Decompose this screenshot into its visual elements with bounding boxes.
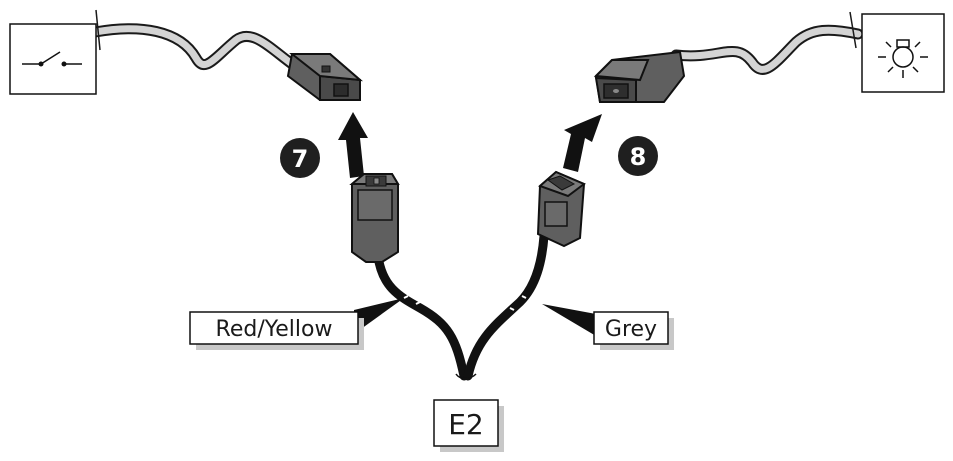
wire-label-right: Grey: [542, 304, 674, 350]
arrow-7-icon: [338, 112, 368, 178]
step-badge-7: 7: [280, 138, 320, 178]
lower-right-connector: [536, 170, 586, 248]
upper-left-cable: [89, 9, 298, 70]
step-badge-8: 8: [618, 136, 658, 176]
lamp-icon: [861, 13, 945, 93]
upper-right-cable: [670, 11, 864, 75]
wire-label-left-text: Red/Yellow: [216, 317, 333, 342]
wire-label-left: Red/Yellow: [189, 298, 404, 350]
arrow-8-icon: [563, 114, 602, 172]
harness-wires: [373, 231, 549, 381]
upper-right-connector: [593, 50, 686, 103]
harness-label: E2: [433, 399, 504, 452]
step-number-8: 8: [630, 143, 647, 171]
wire-label-right-text: Grey: [605, 317, 657, 342]
harness-label-text: E2: [448, 408, 484, 441]
switch-icon: [9, 23, 97, 95]
step-number-7: 7: [292, 145, 309, 173]
lower-left-connector: [349, 173, 400, 263]
upper-left-connector: [286, 53, 364, 101]
